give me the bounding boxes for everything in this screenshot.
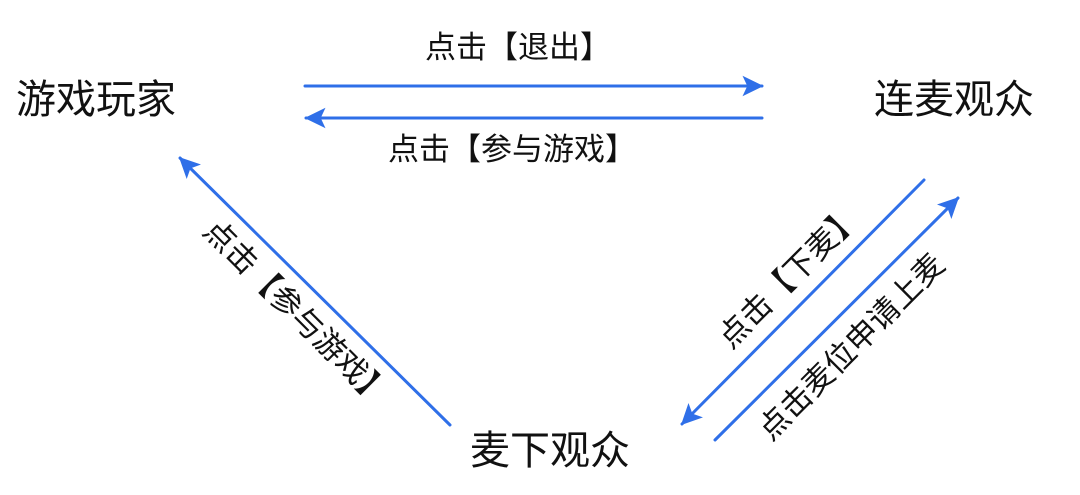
arrow-offmic-to-player xyxy=(178,156,452,427)
node-offmic-audience: 麦下观众 xyxy=(470,428,630,474)
arrow-offmic-to-mic xyxy=(713,196,960,442)
arrow-mic-to-offmic xyxy=(680,178,926,426)
label-join-game-top: 点击【参与游戏】 xyxy=(388,132,636,168)
node-player: 游戏玩家 xyxy=(16,77,176,123)
label-exit: 点击【退出】 xyxy=(425,30,611,66)
node-mic-audience: 连麦观众 xyxy=(874,77,1034,123)
